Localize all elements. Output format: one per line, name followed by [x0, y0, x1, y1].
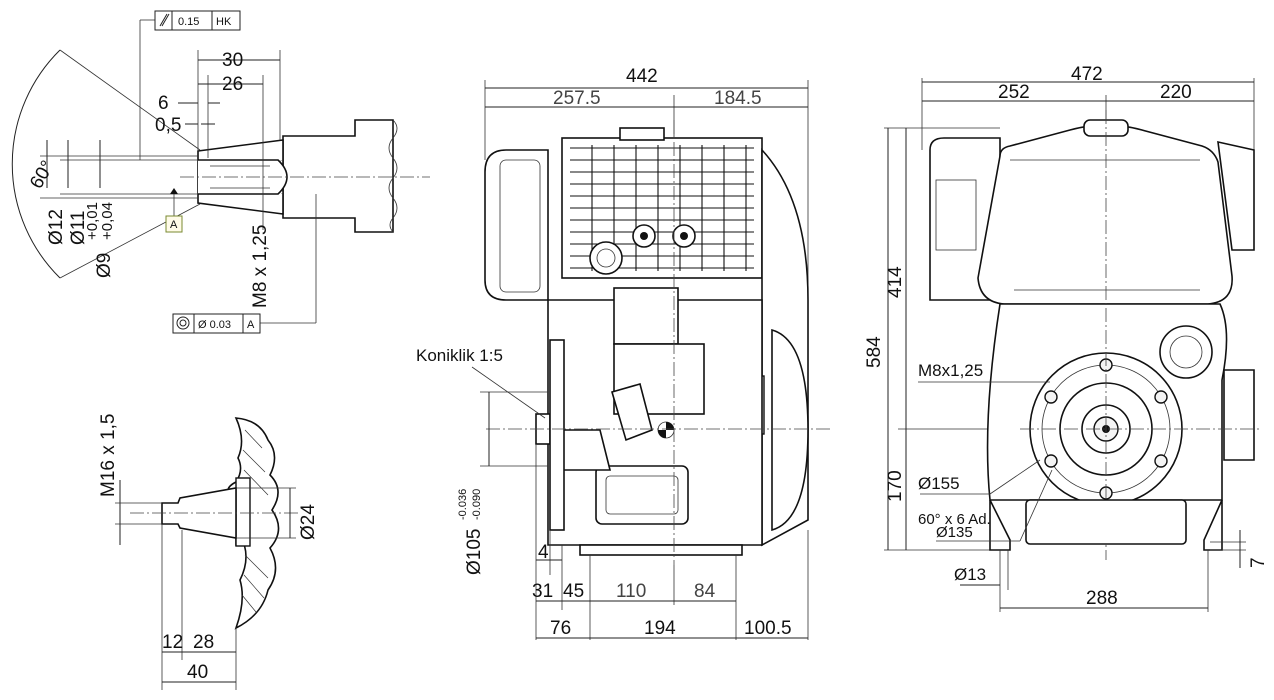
dia11-label: Ø11	[68, 210, 89, 245]
m16-label: M16 x 1,5	[98, 414, 119, 497]
fuel-tank-lines	[1010, 159, 1200, 291]
datum-label: A	[170, 219, 178, 231]
dim-2575-label: 257.5	[553, 88, 601, 109]
front-filter-inner	[1169, 335, 1203, 369]
holes-label: 60° x 6 Ad.	[918, 511, 991, 528]
front-base	[1025, 499, 1187, 545]
dim-28-label: 28	[193, 632, 214, 653]
dim-12-label: 12	[162, 632, 183, 653]
dia9-tol-low: +0,04	[99, 202, 116, 240]
dim-6-label: 6	[158, 93, 169, 114]
dim-252-label: 252	[998, 82, 1030, 103]
angle-label: 60°	[26, 157, 59, 192]
dim-584-label: 584	[864, 336, 885, 368]
dia155-leader-2	[989, 459, 1041, 495]
dim-442-label: 442	[626, 66, 658, 87]
break-line	[388, 119, 398, 233]
dim-170-label: 170	[885, 470, 906, 502]
dim-110-label: 110	[616, 581, 646, 602]
base-plate	[579, 544, 743, 556]
dia9-tol-up: +0,01	[84, 202, 101, 240]
thread-label-top: M8 x 1,25	[250, 225, 271, 308]
dim-76-label: 76	[550, 618, 571, 639]
dim-7-label: 7	[1248, 557, 1269, 568]
dia24-label: Ø24	[298, 504, 319, 540]
air-cleaner	[484, 149, 549, 301]
dim-84-label: 84	[694, 581, 716, 602]
engine-side-view: 442 257.5 184.5 Koniklik 1:5 Ø105 -0.036…	[416, 66, 830, 640]
tol1-value: 0.15	[178, 16, 199, 28]
taper-leader	[471, 366, 546, 419]
dia12-label: Ø12	[46, 209, 67, 245]
fuel-tank	[977, 124, 1233, 305]
angle-ray-top	[59, 49, 201, 151]
dia9-label: Ø9	[94, 253, 115, 278]
dim-220-label: 220	[1160, 82, 1192, 103]
front-right-fins-block	[1217, 140, 1255, 251]
oil-sump-inner	[605, 475, 679, 515]
pulley-hatch	[241, 429, 269, 613]
datum-triangle	[170, 188, 178, 194]
tol2-ref: A	[247, 319, 255, 331]
dia105-label: Ø105	[464, 529, 485, 575]
tol2-frame	[172, 313, 261, 334]
head-bolt-2-c	[680, 232, 688, 240]
dim-26-label: 26	[222, 74, 243, 95]
dim-472-label: 472	[1071, 64, 1103, 85]
dim-05-label: 0,5	[155, 115, 181, 136]
dia105-tol-low: -0.090	[471, 489, 483, 520]
dia13-label: Ø13	[954, 565, 986, 584]
datum-box	[165, 215, 183, 233]
cooling-fins	[570, 145, 754, 271]
dim-45-label: 45	[563, 581, 584, 602]
tol1-frame	[154, 10, 241, 31]
concentricity-icon	[176, 316, 190, 330]
dim-31-label: 31	[532, 581, 553, 602]
flange-housing	[282, 119, 394, 233]
flywheel-cover	[771, 328, 809, 532]
front-left-fins	[935, 179, 977, 251]
thread-lines	[210, 165, 270, 189]
dim-30-label: 30	[222, 50, 243, 71]
exhaust-port	[589, 241, 623, 275]
dim-40-label: 40	[187, 662, 208, 683]
dim-194-label: 194	[644, 618, 676, 639]
shaft-detail-top: 60° Ø12 Ø11 Ø9 +0,01 +0,04 30 26 6 0,5 0…	[11, 10, 430, 334]
dim-1845-label: 184.5	[714, 88, 762, 109]
injection-pump	[613, 287, 679, 345]
engine-front-view: 472 252 220 584 414 170 M8x1,25 Ø155 6	[864, 64, 1269, 612]
front-side-box	[1223, 369, 1255, 461]
dia135-leader-2	[1019, 469, 1053, 542]
tol1-ref: HK	[216, 16, 232, 28]
dia105-tol-up: -0.036	[457, 489, 469, 520]
front-filter	[1159, 325, 1213, 379]
front-cover	[549, 339, 565, 531]
taper-label: Koniklik 1:5	[416, 346, 503, 365]
dim-414-label: 414	[885, 266, 906, 298]
runout-icon	[159, 13, 170, 27]
air-cleaner-inner	[499, 159, 541, 293]
dia135-label: Ø135	[936, 524, 973, 541]
angle-arc	[11, 49, 61, 279]
dim-4-label: 4	[538, 542, 549, 563]
concentricity-icon-inner	[179, 319, 187, 327]
dia155-label: Ø155	[918, 474, 960, 493]
control-lever	[611, 383, 653, 442]
dim-288-label: 288	[1086, 588, 1118, 609]
dim-1005-label: 100.5	[744, 618, 792, 639]
front-thread-label: M8x1,25	[918, 361, 983, 380]
injector-top	[619, 127, 665, 141]
foot-right	[1203, 499, 1223, 551]
tol2-value: Ø 0.03	[198, 319, 231, 331]
foot-left	[989, 499, 1011, 551]
oil-sump-cover	[595, 465, 689, 525]
exhaust-port-inner	[596, 248, 616, 268]
shaft-detail-bottom: M16 x 1,5 Ø24 12 28 40	[98, 414, 319, 690]
crank-center-quad	[658, 422, 674, 438]
head-bolt-1-c	[640, 232, 648, 240]
flange-bolts	[1044, 358, 1168, 500]
